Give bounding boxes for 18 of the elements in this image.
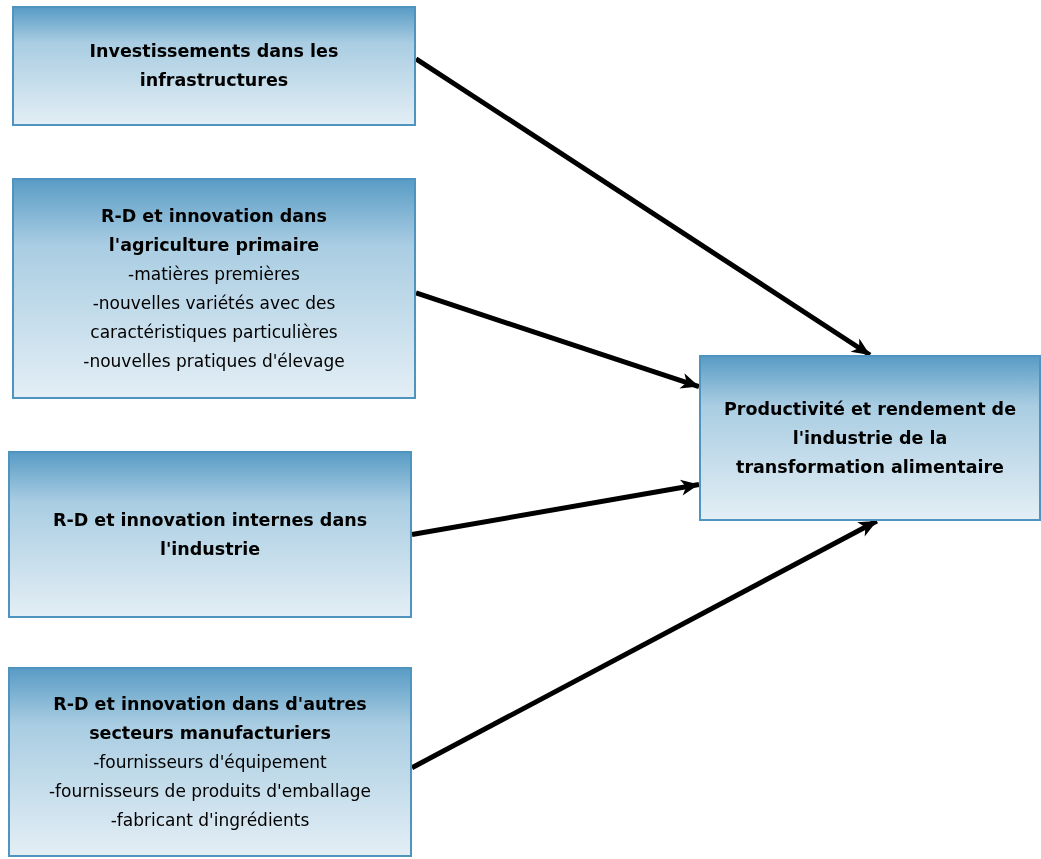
list-item: -fournisseurs d'équipement: [93, 750, 327, 774]
box-heading: Investissements dans les infrastructures: [88, 40, 340, 92]
box-heading: Productivité et rendement de l'industrie de la transformation alimentaire: [723, 397, 1017, 479]
list-item: -matières premières: [128, 262, 300, 286]
process-box: [8, 451, 412, 618]
box-heading: R-D et innovation internes dans l'industrie: [51, 508, 369, 561]
box-heading: R-D et innovation dans d'autres secteurs manufacturiers: [52, 692, 368, 745]
list-item: -nouvelles variétés avec des caractéristiques particulières: [89, 291, 339, 344]
process-box: [12, 6, 416, 126]
process-box: [699, 355, 1041, 521]
list-item: -fabricant d'ingrédients: [110, 808, 310, 832]
arrow: [415, 290, 700, 389]
list-item: -fournisseurs de produits d'emballage: [48, 779, 372, 803]
process-box: [8, 667, 412, 857]
arrow: [411, 479, 700, 537]
list-item: -nouvelles pratiques d'élevage: [83, 349, 345, 373]
box-heading: R-D et innovation dans l'agriculture primaire: [100, 204, 328, 257]
process-box: [12, 178, 416, 399]
